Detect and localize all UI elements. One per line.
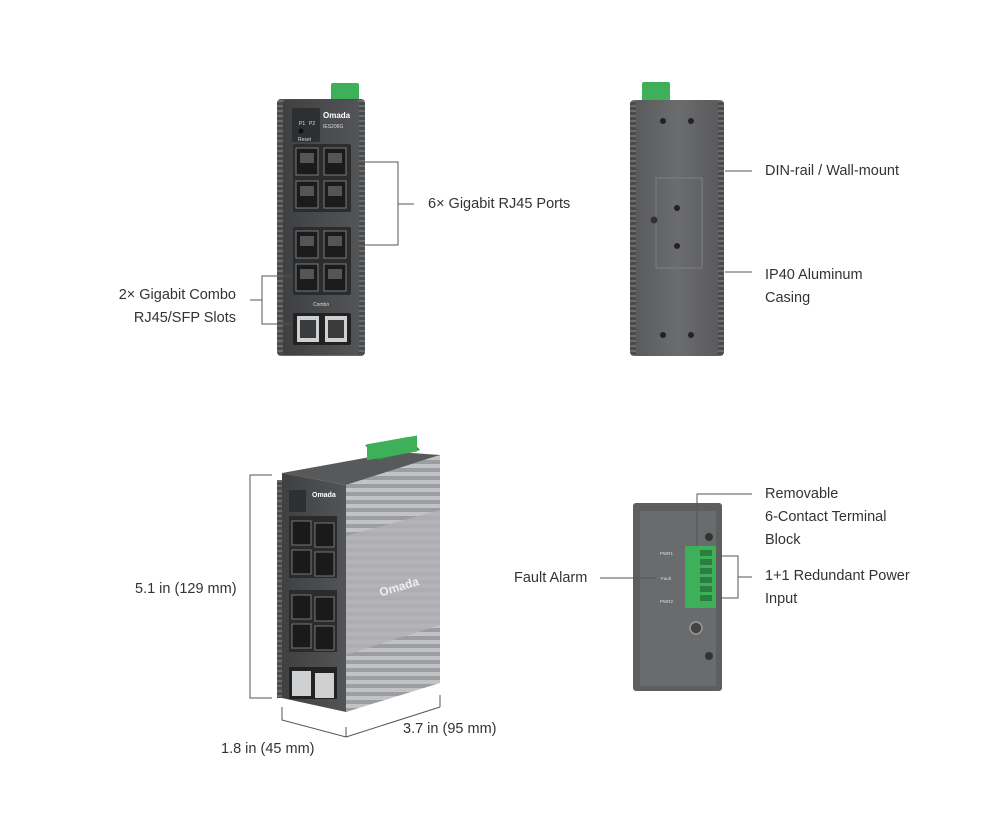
callout-removable-line2: 6-Contact Terminal (765, 509, 887, 525)
back-panel (636, 100, 718, 356)
reset-label: Reset (298, 137, 312, 143)
callout-fault-alarm: Fault Alarm (514, 570, 588, 586)
rj45-group-2 (293, 227, 351, 295)
dimension-width: 1.8 in (45 mm) (221, 741, 315, 757)
led-p2-label: P2 (309, 121, 315, 127)
switch-side-view: PWR1 Fault PWR2 (633, 503, 722, 691)
terminal-block-back-top (642, 82, 670, 102)
dimension-lines (249, 474, 441, 738)
front-brand-logo: Omada (323, 111, 351, 120)
fault-label: Fault (661, 576, 672, 581)
dimension-height: 5.1 in (129 mm) (135, 581, 237, 597)
callout-removable-line1: Removable (765, 486, 839, 502)
callout-ip40-line2: Casing (765, 290, 811, 306)
reset-button (298, 128, 304, 134)
sfp-slots (293, 313, 351, 345)
callout-combo-line2: RJ45/SFP Slots (133, 310, 236, 326)
perspective-brand: Omada (312, 492, 336, 499)
front-model: IES206G (323, 124, 343, 130)
switch-back-view (630, 82, 724, 356)
led-p1-label: P1 (299, 121, 305, 127)
combo-label: Combo (313, 302, 329, 308)
switch-perspective-view: Omada Omada (277, 435, 440, 712)
callout-redundant-line2: Input (765, 591, 798, 607)
front-callout-lines (250, 161, 414, 325)
switch-front-view: P1 P2 Reset Omada IES206G (277, 83, 365, 356)
terminal-block-top (331, 83, 359, 101)
rj45-group-1 (293, 144, 351, 212)
callout-din-rail: DIN-rail / Wall-mount (765, 163, 900, 179)
side-callout-lines (600, 493, 752, 599)
pwr1-label: PWR1 (660, 551, 673, 556)
back-callout-lines (725, 170, 752, 273)
top-face (282, 452, 440, 485)
callout-combo-line1: 2× Gigabit Combo (118, 287, 236, 303)
callout-redundant-line1: 1+1 Redundant Power (765, 568, 910, 584)
dimension-depth: 3.7 in (95 mm) (403, 721, 497, 737)
callout-rj45-ports: 6× Gigabit RJ45 Ports (428, 196, 571, 212)
callout-removable-line3: Block (765, 532, 801, 548)
callout-ip40-line1: IP40 Aluminum (765, 267, 863, 283)
pwr2-label: PWR2 (660, 599, 673, 604)
